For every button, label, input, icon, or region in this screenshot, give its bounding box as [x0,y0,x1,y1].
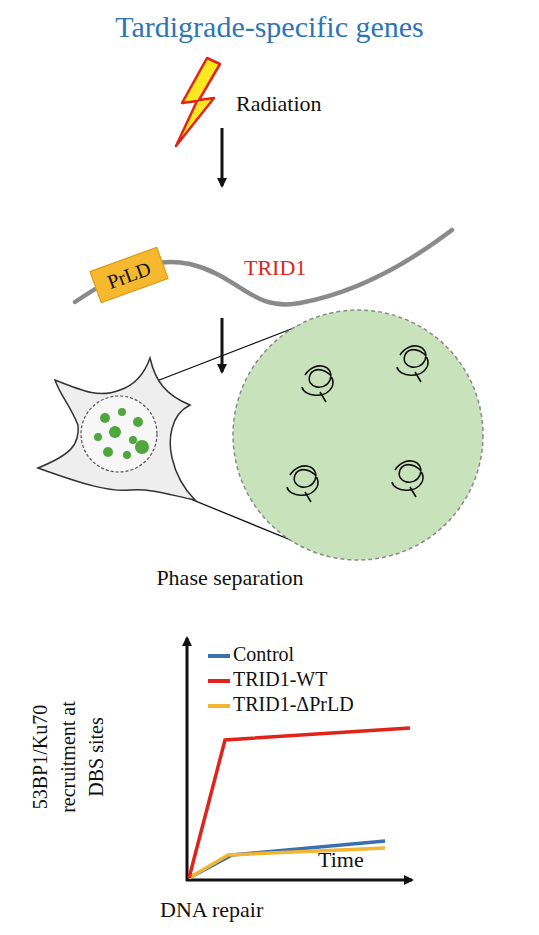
nucleus [81,396,157,472]
legend-text: Control [233,643,294,666]
legend-sample [208,654,230,658]
step-label: DNA repair [160,897,263,922]
legend-sample [208,704,230,708]
axis-title: 53BP1/Ku70 recruitment at DBS sites [26,681,110,833]
domain-box: PrLD [89,247,168,304]
axis-title: Time [318,847,364,872]
y-axis [186,638,189,881]
zoom-circle [233,310,483,560]
condensate-dots [94,408,149,459]
title: Tardigrade-specific genes [0,10,539,45]
wt-curve [189,728,410,878]
legend-text: TRID1-WT [233,668,327,691]
x-axis [186,879,412,882]
cell [38,358,195,500]
down-arrow [221,318,224,372]
legend-sample [208,679,230,683]
stimulus-label: Radiation [236,91,322,116]
protein-strand [75,230,452,304]
legend-text: TRID1-ΔPrLD [233,693,354,716]
down-arrow [221,128,224,186]
protein-scribbles [287,346,428,502]
node-text: PrLD [104,257,154,294]
protein-name: TRID1 [244,255,306,280]
control-curve [189,841,385,878]
deletion-curve [189,848,385,878]
step-label: Phase separation [0,565,460,590]
lightning-bolt [176,58,220,146]
